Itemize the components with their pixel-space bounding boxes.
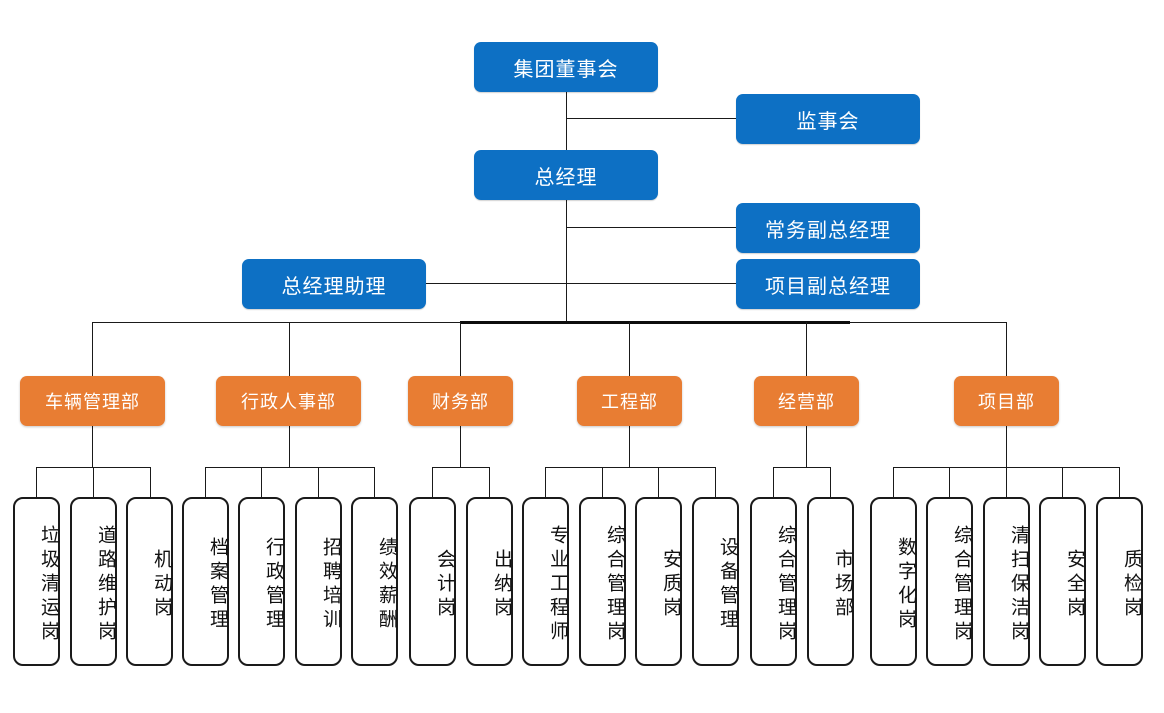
connector-bus-to-dept-3 bbox=[460, 322, 461, 376]
node-position-equipment-management[interactable]: 设备管理 bbox=[692, 497, 739, 666]
connector-gm-to-bus bbox=[566, 199, 567, 323]
connector-leaf-drop-14 bbox=[773, 467, 774, 497]
node-position-comprehensive-management-project[interactable]: 综合管理岗 bbox=[926, 497, 973, 666]
node-position-road-maintenance[interactable]: 道路维护岗 bbox=[70, 497, 117, 666]
connector-subbus-2 bbox=[205, 467, 374, 468]
connector-board-to-supervisory bbox=[566, 118, 736, 119]
node-general-manager[interactable]: 总经理 bbox=[474, 150, 658, 200]
connector-leaf-drop-19 bbox=[1062, 467, 1063, 497]
connector-leaf-drop-10 bbox=[545, 467, 546, 497]
connector-bus-to-dept-5 bbox=[806, 322, 807, 376]
node-position-cleaning-sanitation[interactable]: 清扫保洁岗 bbox=[983, 497, 1030, 666]
connector-leaf-drop-2 bbox=[93, 467, 94, 497]
connector-bus-to-dept-4 bbox=[629, 322, 630, 376]
connector-leaf-drop-18 bbox=[1006, 467, 1007, 497]
connector-leaf-drop-13 bbox=[715, 467, 716, 497]
node-position-waste-removal[interactable]: 垃圾清运岗 bbox=[13, 497, 60, 666]
connector-subbus-5 bbox=[773, 467, 830, 468]
node-department-engineering[interactable]: 工程部 bbox=[577, 376, 682, 426]
node-position-comprehensive-management-engineering[interactable]: 综合管理岗 bbox=[579, 497, 626, 666]
connector-leaf-drop-20 bbox=[1119, 467, 1120, 497]
node-position-mobile-duty[interactable]: 机动岗 bbox=[126, 497, 173, 666]
connector-subbus-4 bbox=[545, 467, 715, 468]
connector-dept-2-stem bbox=[289, 426, 290, 467]
connector-dept-5-stem bbox=[806, 426, 807, 467]
connector-leaf-drop-12 bbox=[658, 467, 659, 497]
node-position-archive-management[interactable]: 档案管理 bbox=[182, 497, 229, 666]
connector-leaf-drop-17 bbox=[949, 467, 950, 497]
node-department-admin-hr[interactable]: 行政人事部 bbox=[216, 376, 361, 426]
node-gm-assistant[interactable]: 总经理助理 bbox=[242, 259, 426, 309]
node-position-recruitment-training[interactable]: 招聘培训 bbox=[295, 497, 342, 666]
connector-leaf-drop-11 bbox=[602, 467, 603, 497]
connector-bus-to-dept-1 bbox=[92, 322, 93, 376]
connector-leaf-drop-15 bbox=[830, 467, 831, 497]
node-position-professional-engineer[interactable]: 专业工程师 bbox=[522, 497, 569, 666]
connector-board-to-gm bbox=[566, 91, 567, 150]
node-position-market[interactable]: 市场部 bbox=[807, 497, 854, 666]
connector-gm-to-exec-deputy bbox=[566, 227, 736, 228]
node-department-vehicle-management[interactable]: 车辆管理部 bbox=[20, 376, 165, 426]
node-department-project[interactable]: 项目部 bbox=[954, 376, 1059, 426]
connector-dept-3-stem bbox=[460, 426, 461, 467]
node-executive-deputy-gm[interactable]: 常务副总经理 bbox=[736, 203, 920, 253]
connector-dept-6-stem bbox=[1006, 426, 1007, 467]
connector-leaf-drop-4 bbox=[205, 467, 206, 497]
node-department-finance[interactable]: 财务部 bbox=[408, 376, 513, 426]
connector-leaf-drop-1 bbox=[36, 467, 37, 497]
node-position-administrative-management[interactable]: 行政管理 bbox=[238, 497, 285, 666]
connector-bus-to-dept-2 bbox=[289, 322, 290, 376]
node-position-safety-quality[interactable]: 安质岗 bbox=[635, 497, 682, 666]
connector-leaf-drop-9 bbox=[489, 467, 490, 497]
connector-dept-1-stem bbox=[92, 426, 93, 467]
node-position-performance-compensation[interactable]: 绩效薪酬 bbox=[351, 497, 398, 666]
connector-leaf-drop-8 bbox=[432, 467, 433, 497]
node-department-operations[interactable]: 经营部 bbox=[754, 376, 859, 426]
node-project-deputy-gm[interactable]: 项目副总经理 bbox=[736, 259, 920, 309]
connector-leaf-drop-3 bbox=[150, 467, 151, 497]
node-board[interactable]: 集团董事会 bbox=[474, 42, 658, 92]
node-position-safety[interactable]: 安全岗 bbox=[1039, 497, 1086, 666]
node-position-quality-inspection[interactable]: 质检岗 bbox=[1096, 497, 1143, 666]
node-position-cashier[interactable]: 出纳岗 bbox=[466, 497, 513, 666]
connector-dept-4-stem bbox=[629, 426, 630, 467]
connector-leaf-drop-6 bbox=[318, 467, 319, 497]
connector-bus-to-dept-6 bbox=[1006, 322, 1007, 376]
node-position-comprehensive-management-operations[interactable]: 综合管理岗 bbox=[750, 497, 797, 666]
node-position-accounting[interactable]: 会计岗 bbox=[409, 497, 456, 666]
connector-gm-to-project-deputy bbox=[566, 283, 736, 284]
node-supervisory-board[interactable]: 监事会 bbox=[736, 94, 920, 144]
node-position-digitalization[interactable]: 数字化岗 bbox=[870, 497, 917, 666]
connector-subbus-3 bbox=[432, 467, 489, 468]
connector-leaf-drop-7 bbox=[374, 467, 375, 497]
connector-leaf-drop-5 bbox=[261, 467, 262, 497]
connector-leaf-drop-16 bbox=[893, 467, 894, 497]
connector-gm-assistant-to-gm bbox=[426, 283, 567, 284]
connector-department-bus-emphasis bbox=[460, 321, 850, 324]
